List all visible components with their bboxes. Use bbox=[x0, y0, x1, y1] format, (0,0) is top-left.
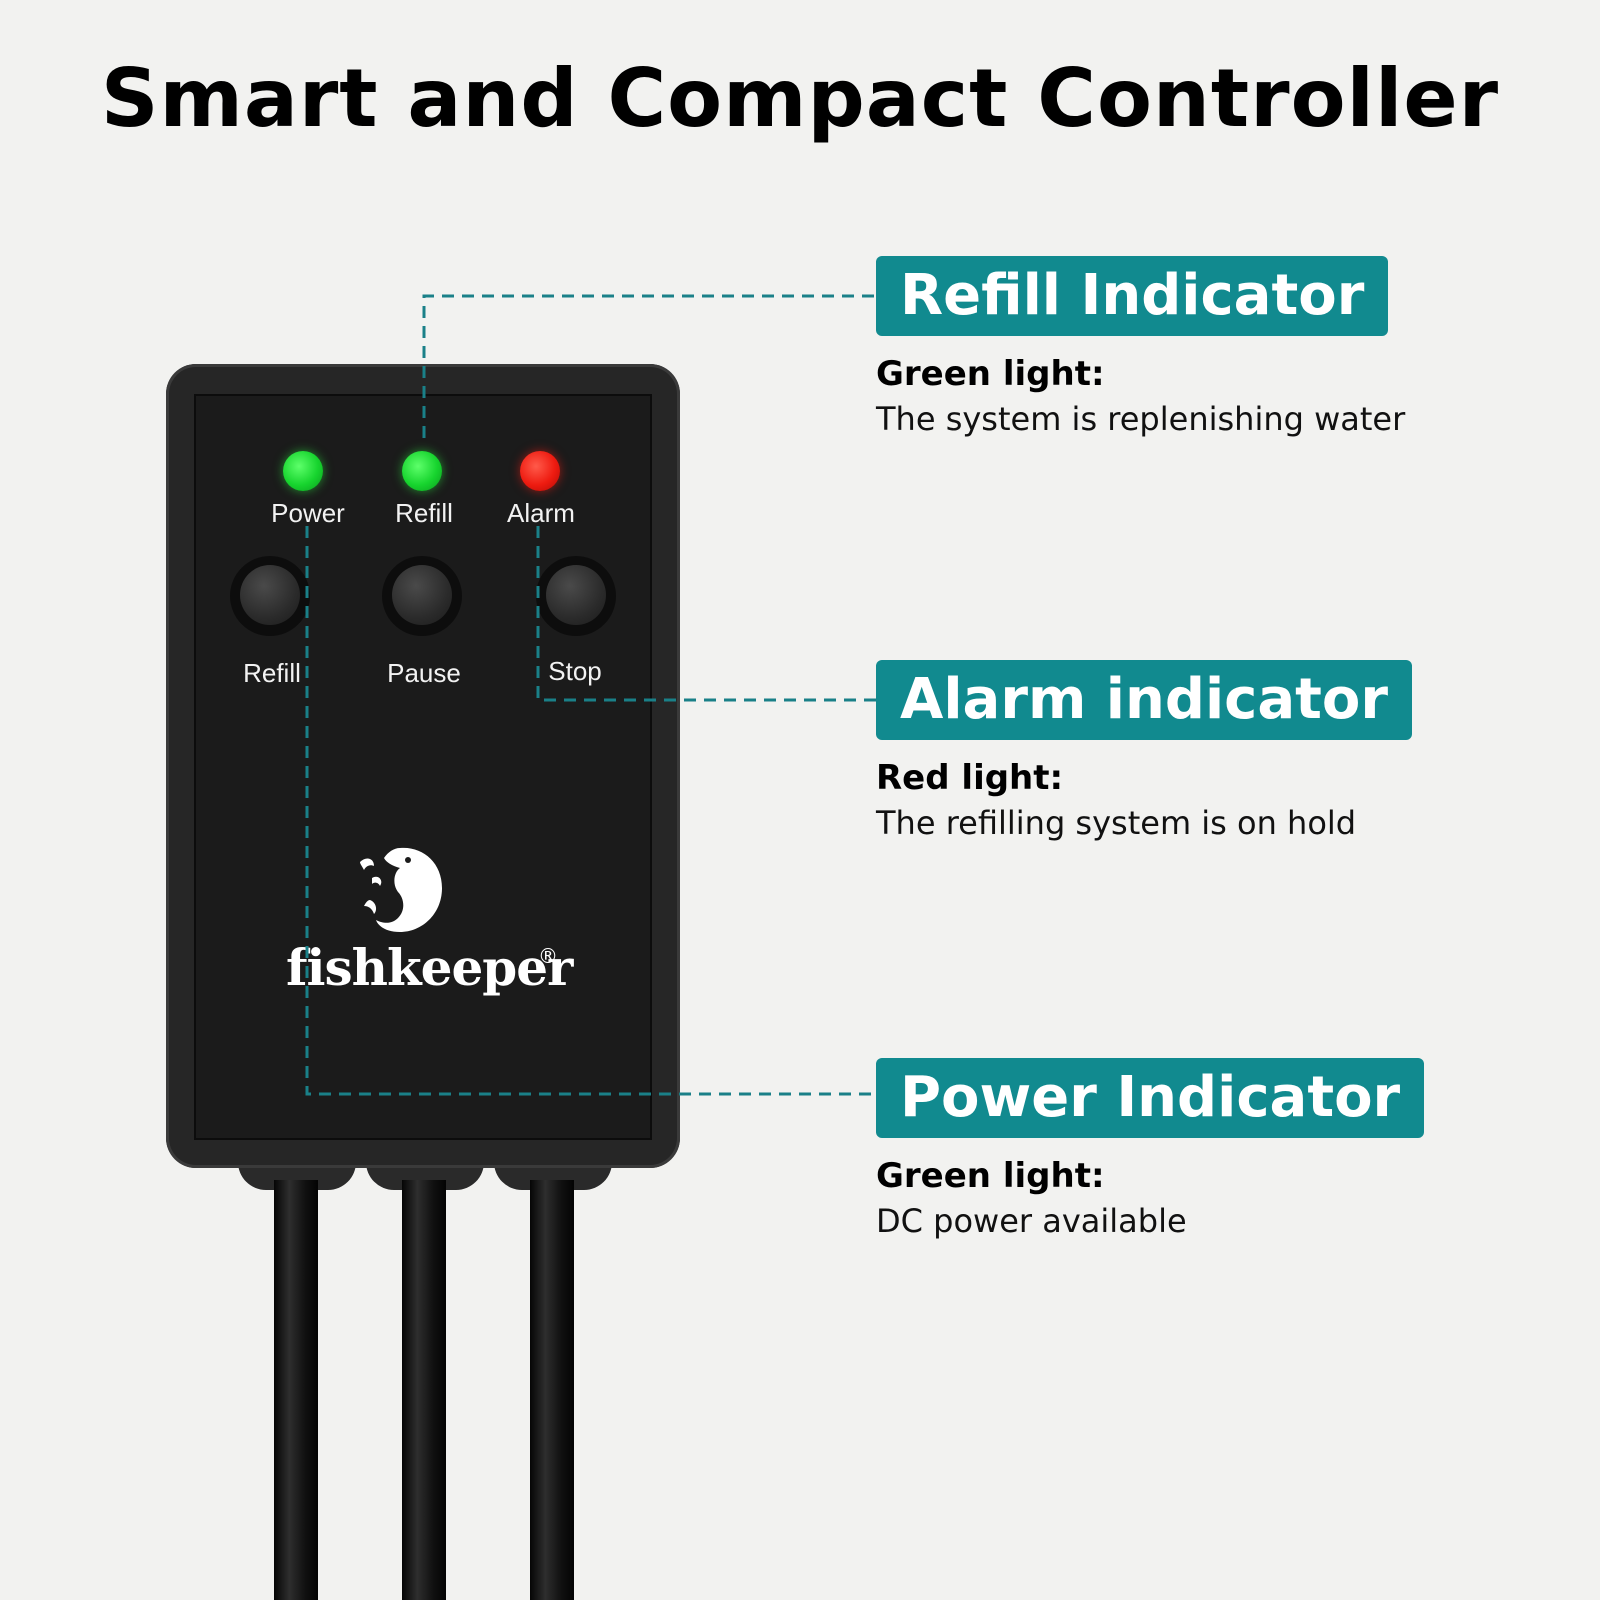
alarm-led-label: Alarm bbox=[507, 498, 575, 528]
alarm-indicator-callout: Alarm indicator Red light: The refilling… bbox=[876, 660, 1412, 842]
refill-led-label: Refill bbox=[395, 498, 453, 528]
power-indicator-heading: Green light: bbox=[876, 1156, 1105, 1196]
power-indicator-title: Power Indicator bbox=[876, 1058, 1425, 1138]
brand-wordmark: fishkeeper bbox=[286, 938, 573, 997]
power-led-label: Power bbox=[271, 498, 345, 528]
controller-device bbox=[166, 364, 680, 1168]
alarm-led bbox=[520, 451, 560, 491]
controller-face bbox=[194, 394, 652, 1140]
cable-middle bbox=[402, 1180, 446, 1600]
alarm-leader-line bbox=[536, 526, 876, 702]
alarm-indicator-title: Alarm indicator bbox=[876, 660, 1412, 740]
power-led bbox=[283, 451, 323, 491]
stop-button[interactable] bbox=[536, 556, 616, 636]
power-indicator-callout: Power Indicator Green light: DC power av… bbox=[876, 1058, 1425, 1240]
pause-button[interactable] bbox=[382, 556, 462, 636]
alarm-indicator-heading: Red light: bbox=[876, 758, 1064, 798]
refill-led bbox=[402, 451, 442, 491]
refill-indicator-callout: Refill Indicator Green light: The system… bbox=[876, 256, 1405, 438]
page-title: Smart and Compact Controller bbox=[100, 52, 1500, 145]
refill-indicator-description: The system is replenishing water bbox=[876, 400, 1406, 438]
registered-mark: ® bbox=[538, 944, 558, 968]
refill-button-label: Refill bbox=[243, 658, 301, 688]
refill-leader-line bbox=[422, 294, 876, 438]
refill-button[interactable] bbox=[230, 556, 310, 636]
cable-left bbox=[274, 1180, 318, 1600]
fish-logo-icon bbox=[360, 847, 442, 932]
power-indicator-description: DC power available bbox=[876, 1202, 1187, 1240]
cable-right bbox=[530, 1180, 574, 1600]
refill-indicator-title: Refill Indicator bbox=[876, 256, 1389, 336]
alarm-indicator-description: The refilling system is on hold bbox=[876, 804, 1357, 842]
refill-indicator-heading: Green light: bbox=[876, 354, 1105, 394]
pause-button-label: Pause bbox=[387, 658, 461, 688]
stop-button-label: Stop bbox=[548, 656, 602, 686]
power-leader-line bbox=[305, 526, 876, 1096]
